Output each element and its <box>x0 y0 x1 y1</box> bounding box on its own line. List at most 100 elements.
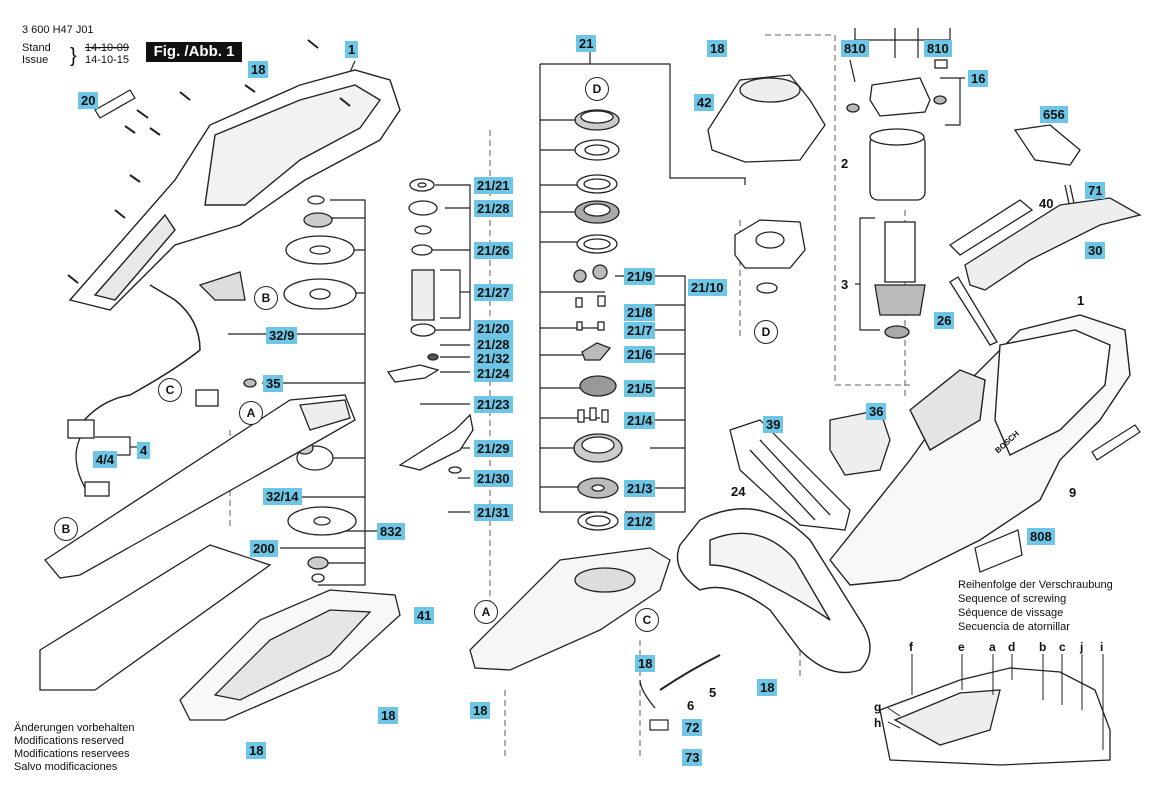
marker-c-left: C <box>158 378 182 402</box>
part-label-21-6: 21/6 <box>624 346 656 363</box>
armature <box>874 221 926 339</box>
part-label-18-mb: 18 <box>470 702 491 719</box>
part-label-810b: 810 <box>924 40 952 57</box>
part-label-21-23: 21/23 <box>474 396 513 413</box>
part-label-1-right: 1 <box>1077 293 1085 308</box>
housing-right <box>829 314 1131 586</box>
cover-42 <box>707 74 826 163</box>
part-label-656: 656 <box>1040 106 1068 123</box>
part-label-3: 3 <box>841 277 849 292</box>
blade-assembly <box>39 394 356 691</box>
part-label-21-21: 21/21 <box>474 177 513 194</box>
part-label-32-14: 32/14 <box>263 488 302 505</box>
document-number: 3 600 H47 J01 <box>22 24 94 36</box>
gear-housing <box>469 547 671 671</box>
part-label-6: 6 <box>687 698 695 713</box>
handle-housing-left <box>68 69 401 311</box>
part-label-2: 2 <box>841 156 849 171</box>
stator <box>869 128 926 201</box>
part-label-42: 42 <box>694 94 715 111</box>
screw-sequence-housing <box>879 667 1111 766</box>
part-label-21-30: 21/30 <box>474 470 513 487</box>
footer-note-en: Modifications reserved <box>14 735 125 747</box>
part-label-21-20: 21/20 <box>474 320 513 337</box>
part-label-4: 4 <box>137 442 151 459</box>
sequence-leaders <box>887 654 1104 750</box>
part-label-30: 30 <box>1085 242 1106 259</box>
marker-a-right: A <box>474 600 498 624</box>
marker-c-right: C <box>635 608 659 632</box>
grille-39 <box>729 419 851 531</box>
marker-a-left: A <box>239 401 263 425</box>
part-label-4-4: 4/4 <box>93 451 118 468</box>
part-label-16: 16 <box>968 70 989 87</box>
stand-date: 14-10-09 <box>85 42 130 54</box>
issue-label: Issue <box>22 54 49 66</box>
sequence-letter-d: d <box>1008 640 1016 654</box>
part-label-21-8: 21/8 <box>624 304 656 321</box>
part-label-41: 41 <box>414 607 435 624</box>
sequence-letter-f: f <box>909 640 913 654</box>
sequence-title-en: Sequence of screwing <box>958 593 1067 605</box>
part-label-24: 24 <box>731 484 746 499</box>
gear-stack <box>386 109 778 531</box>
right-upper-parts <box>948 124 1142 346</box>
sequence-letter-j: j <box>1080 640 1084 654</box>
bearing-flange <box>734 219 806 269</box>
marker-d-top: D <box>585 77 609 101</box>
part-label-18-b2: 18 <box>246 742 267 759</box>
sequence-title-es: Secuencia de atornillar <box>958 621 1070 633</box>
part-label-21-29: 21/29 <box>474 440 513 457</box>
part-label-21-9: 21/9 <box>624 268 656 285</box>
footer-note-es: Salvo modificaciones <box>14 761 118 773</box>
figure-label: Fig. /Abb. 1 <box>146 42 242 62</box>
guard-24 <box>676 508 871 674</box>
part-label-18-24: 18 <box>757 679 778 696</box>
part-label-21-3: 21/3 <box>624 480 656 497</box>
part-label-40: 40 <box>1039 196 1054 211</box>
part-label-18-mid: 18 <box>707 40 728 57</box>
brace: } <box>70 45 77 67</box>
part-label-1: 1 <box>345 41 359 58</box>
housing-bottom <box>179 589 401 721</box>
screws-top-left <box>67 39 351 284</box>
part-label-21-10: 21/10 <box>688 279 727 296</box>
part-label-21-24: 21/24 <box>474 365 513 382</box>
part-label-21: 21 <box>576 35 597 52</box>
part-label-21-5: 21/5 <box>624 380 656 397</box>
sequence-letter-c: c <box>1059 640 1066 654</box>
marker-d-lower: D <box>754 320 778 344</box>
marker-b-upper: B <box>254 286 278 310</box>
sequence-title-de: Reihenfolge der Verschraubung <box>958 579 1113 591</box>
left-bracket-line <box>318 199 366 586</box>
part-label-72: 72 <box>682 719 703 736</box>
part-label-39: 39 <box>763 416 784 433</box>
part-label-9: 9 <box>1069 485 1077 500</box>
part-label-20: 20 <box>78 92 99 109</box>
part-label-21-32: 21/32 <box>474 350 513 367</box>
sequence-letter-i: i <box>1100 640 1104 654</box>
part-label-21-7: 21/7 <box>624 322 656 339</box>
part-label-73: 73 <box>682 749 703 766</box>
stand-label: Stand <box>22 42 51 54</box>
sequence-letter-h: h <box>874 716 882 730</box>
sequence-letter-e: e <box>958 640 965 654</box>
sequence-title-fr: Séquence de vissage <box>958 607 1064 619</box>
part-label-21-28a: 21/28 <box>474 200 513 217</box>
sequence-letter-b: b <box>1039 640 1047 654</box>
part-label-26: 26 <box>934 312 955 329</box>
part-label-21-27: 21/27 <box>474 284 513 301</box>
part-label-21-2: 21/2 <box>624 513 656 530</box>
part-label-810a: 810 <box>841 40 869 57</box>
brush-holder <box>846 59 948 117</box>
part-label-200: 200 <box>250 540 278 557</box>
part-label-18: 18 <box>248 61 269 78</box>
part-label-808: 808 <box>1027 528 1055 545</box>
part-label-21-28b: 21/28 <box>474 336 513 353</box>
part-label-5: 5 <box>709 685 717 700</box>
marker-b-lower: B <box>54 517 78 541</box>
part-label-32-9: 32/9 <box>266 327 298 344</box>
part-label-35: 35 <box>263 375 284 392</box>
part-label-36: 36 <box>866 403 887 420</box>
